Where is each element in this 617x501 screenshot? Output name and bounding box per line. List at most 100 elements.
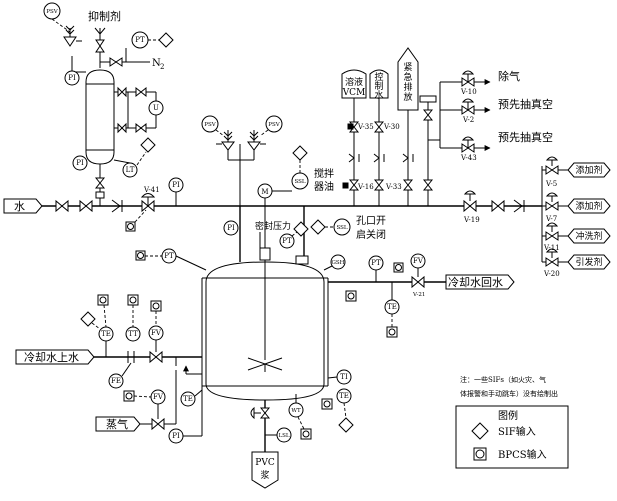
sif-diamond-ssl-reactor: [310, 219, 326, 235]
valve-v11: [545, 231, 559, 241]
cooling-supply-label: 冷却水上水: [24, 351, 79, 364]
valve-v7: [545, 201, 559, 211]
tank-vent-line-4: 放: [403, 91, 412, 103]
psv-left-label: PSV: [204, 122, 216, 128]
psv-top-label: PSV: [46, 9, 58, 15]
pvc-label-2: 浆: [260, 469, 269, 481]
agitator-section: PSV PSV M SSL 搅拌 器油: [201, 115, 334, 250]
legend-title: 图例: [498, 409, 518, 422]
gsh-instrument: [330, 254, 346, 270]
sif-diamond-seal: [293, 221, 309, 237]
psv-right-label: PSV: [268, 122, 280, 128]
valve-v41-tag: V-41: [143, 186, 160, 194]
fv-supply-label: FV: [151, 329, 162, 337]
valve-v33: [373, 179, 385, 191]
pt-right-label: PT: [371, 259, 381, 267]
sif-diamond-lt: [140, 137, 156, 153]
steam-label: 蒸气: [106, 417, 128, 431]
valve-cooling-supply: [149, 350, 163, 364]
valve-v21: [411, 275, 425, 289]
inhibitor-vessel: [85, 69, 115, 165]
cooling-return-label: 冷却水回水: [448, 276, 503, 289]
valve-v33-tag: V-33: [385, 183, 402, 191]
valve-v7-tag: V-7: [545, 215, 557, 223]
agitator-oil-1: 搅拌: [314, 167, 334, 180]
tank-solution-line-2: VCM: [342, 88, 366, 98]
gsh-label: GSH: [332, 260, 345, 266]
valve-v16-tag: V-16: [357, 183, 374, 191]
pt-top-label: PT: [135, 36, 145, 44]
initiator-tag: [567, 254, 611, 270]
additive-tag-1: [567, 162, 611, 178]
additive-tag-2: [567, 198, 611, 214]
right-top-section: 溶液 VCM 控 制 水 紧 急 排 放 V-35 V-30 V-16 V-33: [341, 47, 553, 224]
relief-valve-top-left: [63, 36, 77, 47]
ssl-note-2: 启关闭: [356, 228, 386, 241]
valve-v19-tag: V-19: [463, 216, 480, 224]
fe-supply: [108, 373, 124, 389]
valve-water-2: [79, 199, 93, 213]
tank-control-water: [369, 69, 389, 99]
inhibitor-label: 抑制剂: [88, 9, 121, 23]
tank-vent-line-1: 紧: [403, 62, 412, 73]
reactor-section: 密封压力 PI PT SSL 孔口开 启关闭 PT GSH PT: [135, 206, 515, 489]
te-return-label: TE: [387, 303, 397, 311]
valve-vent-down: [402, 179, 414, 191]
ssl-instrument-reactor: [333, 218, 351, 236]
valve-water-1: [55, 199, 69, 213]
fv-return-label: FV: [413, 257, 424, 265]
steam-tag: [95, 416, 141, 432]
psv-instrument-right: [265, 115, 283, 133]
tt-supply-label: TT: [128, 330, 138, 338]
valve-v35-tag: V-35: [357, 123, 374, 131]
wt-label: WT: [291, 408, 301, 414]
pi-instrument-vessel: [64, 70, 80, 86]
additive-label-2: 添加剂: [575, 200, 602, 212]
pi-reactor-top: [223, 220, 239, 236]
vent-v10-tag: V-10: [460, 88, 477, 96]
initiator-label: 引发剂: [575, 256, 602, 268]
tank-control-line-3: 水: [374, 89, 383, 101]
legend-sif-diamond: [471, 422, 489, 440]
vent-v43-label: 预先抽真空: [498, 130, 553, 144]
pi-steam-label: PI: [172, 432, 180, 440]
nozzle-top: [295, 255, 309, 265]
psv-valve-right: [247, 141, 261, 151]
inhibitor-section: PSV 抑制剂 N 2 PT PI U: [43, 2, 174, 206]
ti-label: TI: [340, 373, 348, 381]
valve-v20-tag: V-20: [543, 270, 560, 278]
valve-v16: [348, 179, 360, 191]
flush-label: 冲洗剂: [575, 230, 602, 242]
legend-bpcs-label: BPCS输入: [498, 448, 547, 461]
pi-bottom-label: PI: [76, 159, 84, 167]
tank-vent-line-2: 急: [403, 71, 412, 83]
valve-steam: [151, 417, 165, 431]
motor-label: M: [261, 188, 268, 196]
valve-v21-tag: V-21: [412, 292, 425, 298]
n2-sub: 2: [160, 63, 164, 71]
pvc-slurry-tag: [251, 451, 279, 489]
valve-v5-tag: V-5: [545, 180, 557, 188]
fe-supply-label: FE: [111, 377, 121, 385]
seal-pressure-label: 密封压力: [255, 220, 291, 232]
pi-instrument-bottom: [72, 155, 88, 171]
flush-tag: [567, 228, 611, 244]
check-valve-vessel: [95, 191, 105, 199]
pi-reactor-label: PI: [227, 224, 235, 232]
cooling-supply-section: 冷却水上水 FV TE TT FE 蒸气 FV: [15, 294, 203, 444]
valve-vessel-outlet: [94, 177, 106, 189]
tank-control-line-1: 控: [374, 71, 383, 83]
legend-sif-label: SIF输入: [498, 425, 536, 438]
sif-diamond-te-supply: [80, 311, 96, 327]
note-line-2: 体报警和手动跳车）没有绘制出: [460, 389, 558, 398]
te-reactor-label: TE: [339, 392, 349, 400]
valve-v11-tag: V-11: [543, 244, 560, 252]
water-source-tag: [3, 198, 43, 214]
pi-water-label: PI: [172, 181, 180, 189]
tank-emergency-vent: [397, 47, 419, 111]
vent-v43-tag: V-43: [460, 154, 477, 162]
valve-n2-line: [109, 57, 123, 67]
fv-return: [410, 253, 426, 269]
cooling-supply-tag: [15, 349, 95, 365]
tank-solution-vcm: [341, 69, 367, 99]
